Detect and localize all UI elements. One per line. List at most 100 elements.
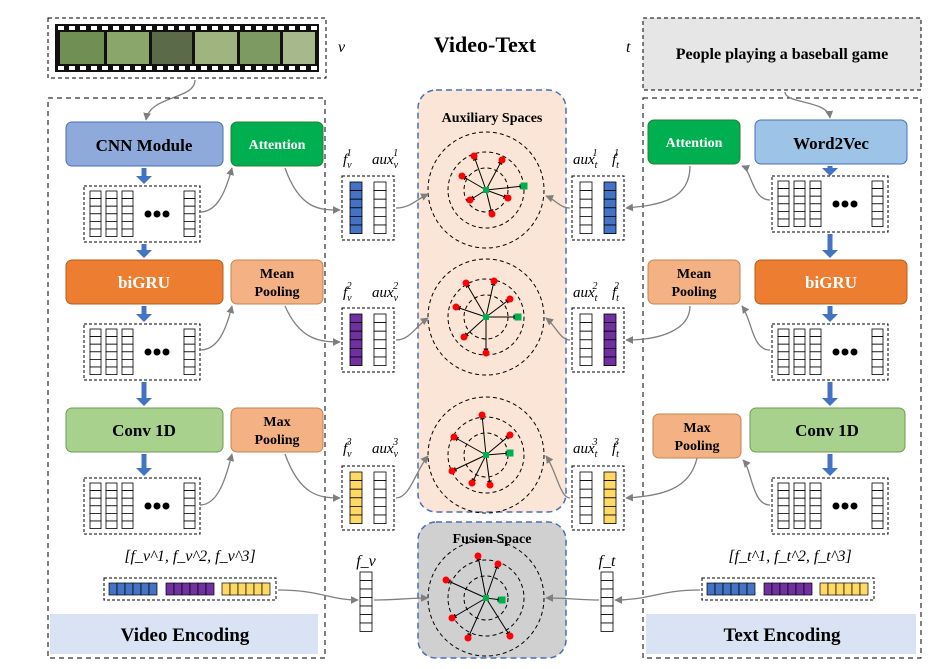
- word2vec-module: Word2Vec: [754, 119, 908, 165]
- text-vector-to-aux-2: [545, 317, 571, 341]
- fusion-space-panel: [417, 521, 567, 659]
- label-f-t-3: ft3: [612, 437, 619, 460]
- text-flow-arrow-4: [822, 382, 838, 406]
- video-vector-to-aux-3: [395, 455, 429, 499]
- label-f-v-3: fv3: [343, 437, 352, 460]
- video-conv-features: [83, 477, 201, 535]
- diagram-title: Video-Text: [434, 32, 537, 57]
- video-meanpool-to-vector: [284, 305, 341, 346]
- label-aux-t-3: auxt3: [573, 437, 598, 460]
- text-vector-pair-2: [571, 307, 625, 373]
- auxiliary-spaces-label: Auxiliary Spaces: [442, 111, 543, 126]
- text-attention: Attention: [647, 119, 741, 165]
- cnn-module: CNN Module: [65, 121, 224, 167]
- text-conv-features: [771, 477, 889, 535]
- video-filmstrip: [47, 17, 327, 79]
- svg-text:Pooling: Pooling: [254, 433, 299, 448]
- video-flow-arrow-5: [136, 454, 152, 476]
- svg-text:Pooling: Pooling: [674, 439, 719, 454]
- label-aux-t-2: auxt2: [573, 281, 598, 304]
- video-features-to-meanpool: [199, 305, 235, 351]
- video-vector-pair-2: [341, 307, 395, 373]
- text-features-to-attention: [741, 165, 771, 201]
- video-fused-vector: [359, 571, 373, 632]
- text-vector-pair-3: [571, 465, 625, 531]
- filmstrip-to-cnn-arrow: [143, 79, 196, 121]
- video-vector-pair-3: [341, 465, 395, 531]
- svg-text:Pooling: Pooling: [671, 285, 716, 300]
- svg-text:Pooling: Pooling: [254, 285, 299, 300]
- video-attention: Attention: [230, 121, 324, 167]
- text-features-to-meanpool: [741, 305, 771, 351]
- fusion-space-label: Fusion Space: [453, 532, 532, 547]
- video-features-to-attention: [199, 167, 234, 213]
- video-concat-to-fused: [277, 589, 359, 604]
- label-aux-t-1: auxt1: [573, 148, 598, 171]
- video-flow-arrow-1: [136, 168, 152, 184]
- video-cnn-features: [83, 185, 201, 243]
- label-f-t-2: ft2: [612, 281, 619, 304]
- video-vector-to-aux-1: [395, 193, 429, 209]
- text-concat-to-fused: [614, 589, 701, 604]
- text-flow-arrow-3: [822, 306, 838, 322]
- text-concat-label: [f_t^1, f_t^2, f_t^3]: [728, 548, 851, 565]
- query-to-w2v-arrow: [784, 91, 834, 119]
- video-maxpool-to-vector: [284, 453, 341, 502]
- video-vector-to-aux-2: [395, 317, 429, 341]
- video-fused-label: f_v: [356, 553, 376, 570]
- text-flow-arrow-1: [822, 166, 838, 176]
- label-aux-v-1: auxv1: [372, 148, 399, 171]
- video-attention-to-vector: [284, 167, 341, 214]
- video-features-to-maxpool: [199, 453, 235, 506]
- text-vector-to-aux-1: [545, 194, 571, 209]
- text-fused-label: f_t: [599, 553, 616, 570]
- video-encoding-label: Video Encoding: [121, 625, 250, 646]
- svg-text:Attention: Attention: [666, 136, 723, 151]
- label-f-t-1: ft1: [612, 148, 619, 171]
- video-fused-to-fusion: [373, 594, 429, 602]
- video-flow-arrow-2: [136, 244, 152, 258]
- text-meanpool-to-vector: [625, 305, 691, 344]
- text-bigru: biGRU: [754, 259, 908, 305]
- svg-text:Conv 1D: Conv 1D: [795, 421, 859, 440]
- auxiliary-space-2: [427, 258, 545, 376]
- svg-text:Attention: Attention: [249, 138, 306, 153]
- svg-text:CNN Module: CNN Module: [96, 136, 193, 155]
- label-f-v-2: fv2: [343, 281, 352, 304]
- label-f-v-1: fv1: [343, 148, 352, 171]
- video-mean-pooling: Mean Pooling: [230, 259, 324, 305]
- video-max-pooling: Max Pooling: [230, 407, 324, 453]
- text-vector-to-aux-3: [545, 455, 571, 499]
- text-bigru-features: [771, 323, 889, 381]
- video-flow-arrow-4: [136, 382, 152, 406]
- video-concat-label: [f_v^1, f_v^2, f_v^3]: [124, 548, 255, 565]
- svg-text:Max: Max: [683, 421, 710, 436]
- text-maxpool-to-vector: [625, 457, 698, 502]
- text-flow-arrow-5: [822, 454, 838, 476]
- svg-text:Word2Vec: Word2Vec: [793, 134, 869, 153]
- text-conv1d: Conv 1D: [749, 407, 906, 453]
- text-features-to-maxpool: [742, 459, 771, 506]
- text-w2v-features: [771, 175, 889, 233]
- query-text: People playing a baseball game: [676, 46, 888, 63]
- fusion-space-diagram: [427, 539, 545, 657]
- svg-text:Mean: Mean: [260, 267, 294, 282]
- svg-text:biGRU: biGRU: [118, 273, 170, 292]
- video-vector-pair-1: [341, 175, 395, 241]
- text-encoding-label: Text Encoding: [723, 625, 841, 646]
- svg-text:Mean: Mean: [677, 267, 711, 282]
- auxiliary-space-3: [427, 396, 545, 514]
- text-encoding-region: [642, 97, 922, 659]
- text-fused-to-fusion: [545, 594, 600, 602]
- svg-text:Max: Max: [263, 415, 290, 430]
- text-concat-vector: [701, 577, 875, 601]
- text-symbol: t: [626, 39, 631, 56]
- text-attention-to-vector: [625, 165, 691, 212]
- video-conv1d: Conv 1D: [65, 407, 224, 453]
- auxiliary-space-1: [427, 131, 545, 249]
- video-symbol: v: [338, 39, 346, 56]
- text-max-pooling: Max Pooling: [652, 413, 742, 459]
- text-flow-arrow-2: [822, 234, 838, 258]
- label-aux-v-3: auxv3: [372, 437, 399, 460]
